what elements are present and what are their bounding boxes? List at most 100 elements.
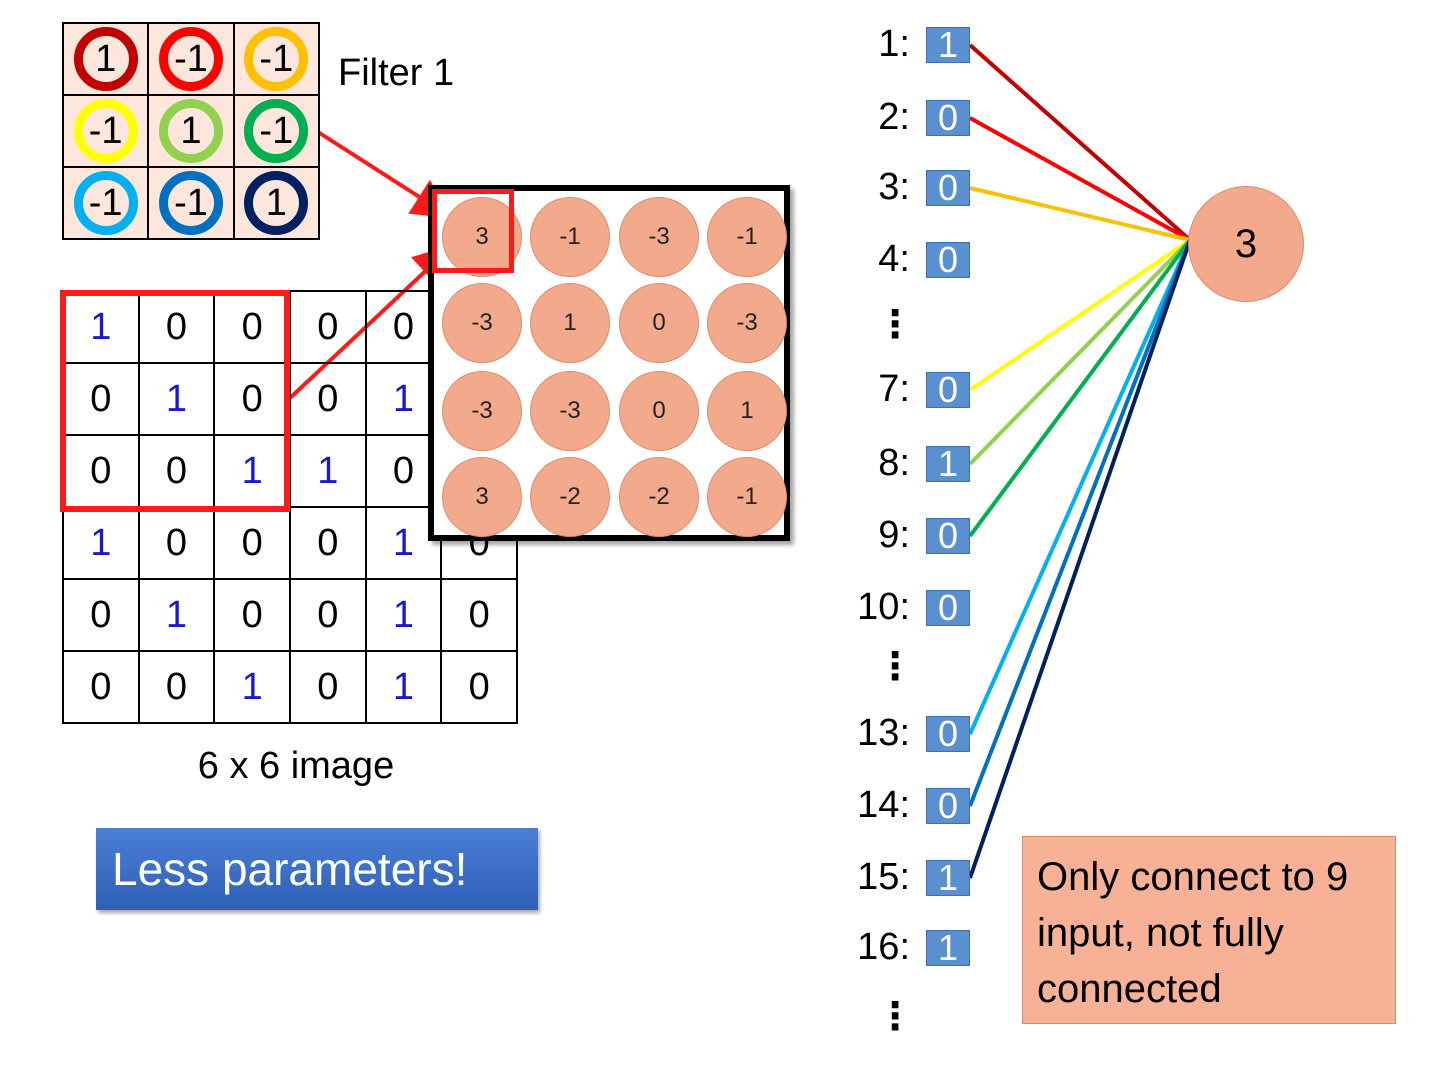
- feature-map-value: 3: [442, 457, 522, 537]
- feature-map-value: -2: [619, 457, 699, 537]
- filter-weight: -1: [158, 171, 223, 235]
- feature-map-value: 1: [707, 371, 787, 451]
- input-index: 9:: [878, 514, 910, 556]
- input-index: 8:: [878, 442, 910, 484]
- image-pixel: 0: [214, 579, 290, 651]
- image-pixel: 0: [138, 651, 215, 723]
- image-pixel: 0: [63, 651, 139, 723]
- input-index: 16:: [857, 926, 910, 968]
- ellipsis: ⋮: [876, 646, 914, 688]
- image-pixel: 0: [214, 507, 290, 579]
- input-value: 0: [926, 713, 970, 754]
- input-index: 13:: [857, 712, 910, 754]
- filter-cell: -1: [63, 95, 149, 167]
- input-connection: [968, 43, 1192, 242]
- input-index: 2:: [878, 96, 910, 138]
- image-pixel: 0: [289, 291, 366, 363]
- input-value: 0: [926, 785, 970, 826]
- input-index: 3:: [878, 166, 910, 208]
- image-pixel: 0: [289, 363, 366, 435]
- receptive-field-window: [60, 290, 290, 512]
- image-pixel: 0: [289, 579, 366, 651]
- input-index: 4:: [878, 238, 910, 280]
- input-value: 0: [926, 515, 970, 556]
- filter-cell: -1: [148, 167, 234, 239]
- filter-weight: -1: [73, 171, 138, 235]
- feature-map-value: -3: [707, 283, 787, 363]
- filter-cell: -1: [148, 23, 234, 95]
- input-value: 1: [926, 857, 970, 898]
- image-pixel: 1: [365, 507, 442, 579]
- image-pixel: 1: [214, 651, 290, 723]
- image-pixel: 1: [138, 363, 215, 435]
- feature-map-value: -1: [707, 197, 787, 277]
- filter-weight: -1: [244, 99, 309, 163]
- feature-map-value: -1: [530, 197, 610, 277]
- feature-map-value: -3: [442, 371, 522, 451]
- image-pixel: 0: [63, 579, 139, 651]
- ellipsis: ⋮: [876, 304, 914, 346]
- input-value: 0: [926, 167, 970, 208]
- input-index: 1:: [878, 23, 910, 65]
- feature-map-value: 3: [442, 197, 522, 277]
- filter-weight: 1: [158, 99, 223, 163]
- input-value: 0: [926, 97, 970, 138]
- feature-map-value: 0: [619, 371, 699, 451]
- input-connection: [969, 116, 1191, 242]
- input-value: 1: [926, 927, 970, 968]
- filter-cell: -1: [233, 95, 319, 167]
- input-index: 14:: [857, 784, 910, 826]
- filter-cell: 1: [148, 95, 234, 167]
- image-pixel: 0: [289, 507, 366, 579]
- image-pixel: 0: [138, 507, 215, 579]
- filter-label: Filter 1: [338, 52, 455, 94]
- image-pixel: 1: [289, 435, 366, 507]
- image-pixel: 0: [441, 651, 517, 723]
- input-connection: [969, 186, 1191, 242]
- feature-map-value: -2: [530, 457, 610, 537]
- image-pixel: 1: [63, 507, 139, 579]
- filter-weight: -1: [158, 27, 223, 91]
- image-pixel: 1: [365, 579, 442, 651]
- filter-weight: -1: [244, 27, 309, 91]
- less-parameters-callout: Less parameters!: [96, 828, 538, 910]
- image-pixel: 1: [365, 651, 442, 723]
- filter-to-map-arrow: [316, 130, 453, 219]
- window-to-map-arrow: [288, 244, 454, 400]
- feature-map-highlight: [432, 189, 514, 273]
- filter-cell: 1: [63, 23, 149, 95]
- input-connection: [968, 239, 1192, 735]
- image-pixel: 0: [289, 651, 366, 723]
- input-value: 0: [926, 239, 970, 280]
- input-connection: [968, 238, 1192, 392]
- input-connection: [968, 238, 1192, 466]
- filter-weight: 1: [73, 27, 138, 91]
- input-value: 0: [926, 369, 970, 410]
- input-value: 1: [926, 443, 970, 484]
- filter-cell: 1: [233, 167, 319, 239]
- ellipsis: ⋮: [876, 996, 914, 1038]
- input-index: 10:: [857, 586, 910, 628]
- image-pixel: 0: [441, 579, 517, 651]
- input-value: 0: [926, 587, 970, 628]
- input-connection: [968, 239, 1192, 879]
- filter-weight: 1: [244, 171, 309, 235]
- note-box: Only connect to 9 input, not fully conne…: [1022, 836, 1396, 1024]
- input-index: 15:: [857, 856, 910, 898]
- feature-map-value: 0: [619, 283, 699, 363]
- feature-map-value: -1: [707, 457, 787, 537]
- feature-map-value: 1: [530, 283, 610, 363]
- input-connection: [968, 239, 1192, 807]
- feature-map-value: -3: [442, 283, 522, 363]
- input-index: 7:: [878, 368, 910, 410]
- filter-cell: -1: [63, 167, 149, 239]
- feature-map-value: -3: [619, 197, 699, 277]
- input-connection: [968, 238, 1192, 538]
- filter-cell: -1: [233, 23, 319, 95]
- image-pixel: 1: [138, 579, 215, 651]
- input-value: 1: [926, 24, 970, 65]
- output-neuron: 3: [1188, 186, 1304, 302]
